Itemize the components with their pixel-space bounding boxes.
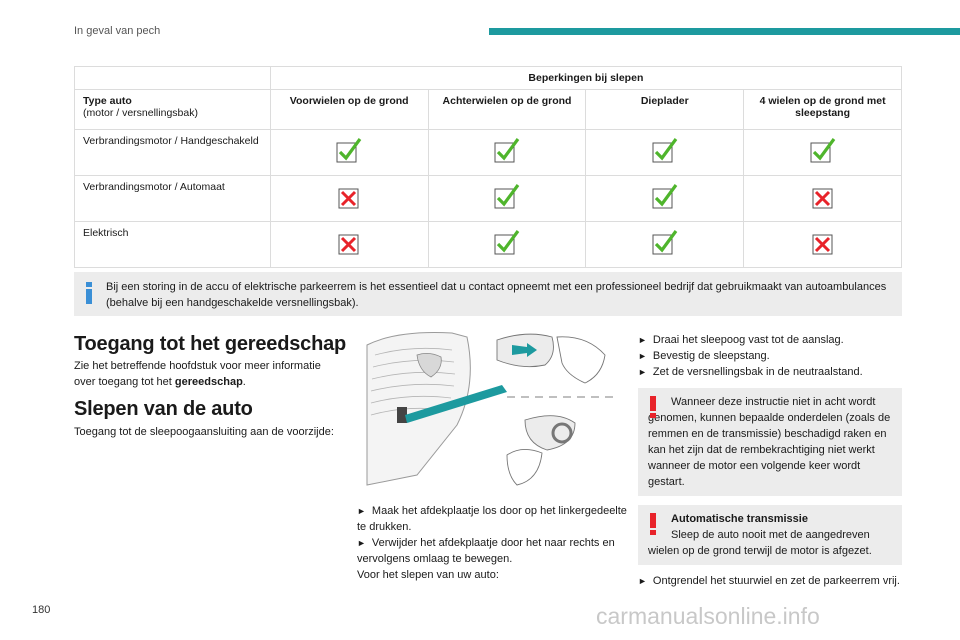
instruction-text: Draai het sleepoog vast tot de aanslag. [652,334,844,346]
type-label: Type auto [83,95,132,107]
column-header: Dieplader [585,89,745,130]
warning-title: Automatische transmissie [671,513,808,525]
tools-text-end: . [242,376,246,388]
instruction-bullet: ►Maak het afdekplaatje los door op het l… [357,503,627,535]
instruction-bullet: ► Draai het sleepoog vast tot de aanslag. [638,332,902,348]
warning-text: Sleep de auto nooit met de aangedreven w… [648,529,872,557]
status-cell [585,175,745,222]
row-label: Elektrisch [74,221,271,268]
watermark: carmanualsonline.info [596,603,820,629]
warning-text: Wanneer deze instructie niet in acht wor… [648,396,891,488]
info-note-box: Bij een storing in de accu of elektrisch… [74,272,902,316]
page-number: 180 [32,604,51,616]
towing-paragraph: Toegang tot de sleepoogaansluiting aan d… [74,426,334,438]
cross-icon [810,230,836,256]
header-accent-bar [489,28,960,35]
info-icon [86,282,92,304]
warning-box-transmission: Automatische transmissie Sleep de auto n… [638,505,902,565]
table-row: Beperkingen bij slepen [74,66,903,90]
check-icon [652,184,678,210]
tools-text: Zie het betreffende hoofdstuk voor meer … [74,360,321,388]
check-icon [336,138,362,164]
status-cell [743,175,902,222]
table-row: Verbrandingsmotor / Handgeschakeld [74,129,902,176]
instruction-bullet: ► Ontgrendel het stuurwiel en zet de park… [638,573,902,589]
status-cell [585,221,745,268]
status-cell [427,221,587,268]
arrow-bullet-icon: ► [638,351,647,361]
status-cell [269,129,429,176]
type-sub-label: (motor / versnellingsbak) [83,107,198,119]
cross-icon [336,230,362,256]
check-icon [810,138,836,164]
column-header: 4 wielen op de grond met sleepstang [743,89,902,130]
tow-cover-illustration [366,332,619,486]
warning-icon [650,513,656,535]
towing-limits-table: Beperkingen bij slepen Type auto (motor … [74,66,903,268]
row-label: Verbrandingsmotor / Automaat [74,175,271,222]
instruction-text: Bevestig de sleepstang. [652,350,770,362]
table-row: Type auto (motor / versnellingsbak) Voor… [74,89,902,130]
status-cell [743,129,902,176]
instruction-text: Verwijder het afdekplaatje door het naar… [357,537,615,565]
arrow-bullet-icon: ► [638,576,647,586]
tools-paragraph: Zie het betreffende hoofdstuk voor meer … [74,358,344,390]
arrow-bullet-icon: ► [357,538,366,548]
instruction-bullet: ► Zet de versnellingsbak in de neutraalst… [638,364,902,380]
arrow-bullet-icon: ► [638,367,647,377]
status-cell [427,129,587,176]
row-label: Verbrandingsmotor / Handgeschakeld [74,129,271,176]
status-cell [743,221,902,268]
status-cell [269,221,429,268]
status-cell [427,175,587,222]
column-header: Achterwielen op de grond [427,89,587,130]
section-heading-tools: Toegang tot het gereedschap [74,333,347,355]
check-icon [494,138,520,164]
column-header: Voorwielen op de grond [269,89,429,130]
arrow-bullet-icon: ► [357,506,366,516]
section-title: In geval van pech [74,25,161,37]
right-column: ► Draai het sleepoog vast tot de aanslag.… [638,332,902,589]
instruction-bullet: ►Verwijder het afdekplaatje door het naa… [357,535,627,567]
cross-icon [336,184,362,210]
type-header-cell: Type auto (motor / versnellingsbak) [74,89,271,130]
warning-icon [650,396,656,418]
table-group-header: Beperkingen bij slepen [269,66,903,90]
table-row: Elektrisch [74,221,902,268]
instruction-text: Maak het afdekplaatje los door op het li… [357,505,627,533]
check-icon [494,184,520,210]
middle-column: ►Maak het afdekplaatje los door op het l… [357,503,627,583]
status-cell [269,175,429,222]
instruction-bullet: ► Bevestig de sleepstang. [638,348,902,364]
cross-icon [810,184,836,210]
tools-bold-text: gereedschap [174,376,243,388]
check-icon [652,138,678,164]
instruction-plain: Voor het slepen van uw auto: [357,569,499,581]
status-cell [585,129,745,176]
info-note-text: Bij een storing in de accu of elektrisch… [106,281,887,309]
warning-box: Wanneer deze instructie niet in acht wor… [638,388,902,496]
table-corner-cell [74,66,271,90]
instruction-text: Zet de versnellingsbak in de neutraalsta… [652,366,863,378]
section-heading-towing: Slepen van de auto [74,398,253,420]
table-row: Verbrandingsmotor / Automaat [74,175,902,222]
instruction-text: Ontgrendel het stuurwiel en zet de parke… [652,575,900,587]
check-icon [494,230,520,256]
arrow-bullet-icon: ► [638,335,647,345]
check-icon [652,230,678,256]
